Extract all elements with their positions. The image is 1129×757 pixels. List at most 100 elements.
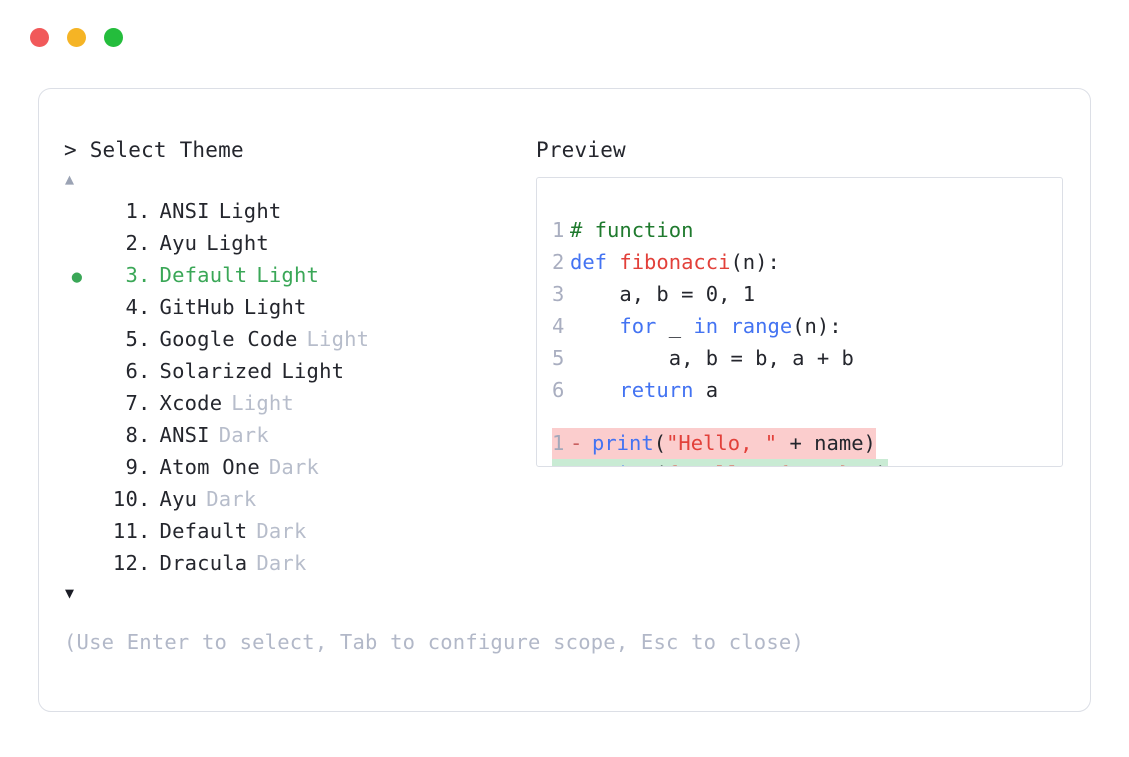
selected-bullet-icon: ●: [71, 267, 83, 287]
theme-name: GitHub: [159, 295, 235, 319]
code-token: fibonacci: [619, 250, 731, 274]
theme-list-item[interactable]: ● 4. GitHub Light: [64, 291, 534, 323]
theme-index: 6: [125, 359, 138, 383]
close-button[interactable]: [30, 28, 49, 47]
theme-list[interactable]: ●1.ANSILight●2.AyuLight●3.DefaultLight●4…: [64, 195, 534, 579]
theme-index-separator: .: [138, 295, 151, 319]
scroll-up-row[interactable]: ▲: [64, 165, 534, 192]
line-number: 6: [552, 378, 565, 402]
code-token: a, b = b, a + b: [570, 346, 854, 370]
theme-variant: Dark: [218, 423, 269, 447]
selected-bullet-icon: ●: [64, 389, 90, 421]
scroll-up-arrow-icon[interactable]: ▲: [65, 170, 75, 188]
theme-variant: Dark: [268, 455, 320, 479]
selected-bullet-icon: ●: [64, 485, 90, 517]
code-token: print: [592, 431, 654, 455]
theme-name: Google Code: [159, 327, 298, 351]
code-source: def fibonacci(n):: [570, 246, 780, 278]
selected-bullet-icon: ●: [64, 293, 90, 325]
theme-list-item[interactable]: ● 9. Atom One Dark: [64, 451, 534, 483]
code-line: 6 return a: [552, 374, 718, 406]
theme-index: 12: [112, 551, 138, 575]
theme-index: 5: [125, 327, 138, 351]
code-source: a, b = b, a + b: [570, 342, 854, 374]
theme-list-item[interactable]: ● 10. Ayu Dark: [64, 483, 534, 515]
theme-select-column: > Select Theme ▲ ●1.ANSILight●2.AyuLight…: [64, 135, 534, 606]
selected-bullet-icon: ●: [64, 549, 90, 581]
selected-bullet-icon: ●: [64, 229, 90, 261]
theme-index: 10: [112, 487, 138, 511]
code-token: [570, 314, 619, 338]
theme-name: Ayu: [159, 487, 198, 511]
code-token: f"Hello, {name}!": [666, 462, 876, 466]
theme-variant: Light: [306, 327, 370, 351]
theme-list-item[interactable]: ● 12. Dracula Dark: [64, 547, 534, 579]
line-number: 1: [552, 431, 565, 455]
line-number: 3: [552, 282, 565, 306]
line-number: 1: [552, 218, 565, 242]
theme-name: ANSI: [159, 423, 210, 447]
selected-bullet-icon: ●: [64, 357, 90, 389]
code-token: return: [619, 378, 694, 402]
selected-bullet-icon: ●: [64, 197, 90, 229]
theme-index-separator: .: [138, 519, 151, 543]
selected-bullet-icon: ●: [64, 421, 90, 453]
theme-name: Default: [159, 263, 248, 287]
prompt-marker: >: [64, 138, 77, 162]
code-token: range: [730, 314, 793, 338]
diff-minus-marker: -: [570, 431, 583, 455]
theme-variant: Dark: [206, 487, 257, 511]
code-token: + name): [777, 431, 876, 455]
theme-index-separator: .: [138, 391, 151, 415]
code-token: (: [653, 431, 667, 455]
theme-index: 2: [125, 231, 138, 255]
code-token: # function: [570, 218, 694, 242]
select-theme-heading: > Select Theme: [64, 135, 534, 165]
maximize-button[interactable]: [104, 28, 123, 47]
scroll-down-arrow-icon[interactable]: ▼: [65, 584, 75, 602]
diff-removed-line: 1-print("Hello, " + name): [552, 428, 876, 459]
selected-bullet-icon: ●: [64, 517, 90, 549]
theme-name: Default: [159, 519, 248, 543]
theme-variant: Dark: [256, 551, 307, 575]
line-number: 4: [552, 314, 565, 338]
code-token: _: [656, 314, 694, 338]
theme-name: Dracula: [159, 551, 248, 575]
code-source: return a: [570, 374, 718, 406]
theme-index-separator: .: [138, 455, 151, 479]
theme-index: 9: [125, 455, 138, 479]
selected-bullet-icon: ●: [64, 453, 90, 485]
theme-variant: Light: [218, 199, 282, 223]
code-token: print: [592, 462, 654, 466]
theme-index: 4: [125, 295, 138, 319]
theme-variant: Light: [243, 295, 307, 319]
scroll-down-row[interactable]: ▼: [64, 579, 534, 606]
code-token: in: [693, 314, 719, 338]
theme-name: Atom One: [159, 455, 260, 479]
minimize-button[interactable]: [67, 28, 86, 47]
code-token: ): [876, 462, 888, 466]
code-line: 5 a, b = b, a + b: [552, 342, 854, 374]
theme-variant: Light: [231, 391, 294, 415]
theme-index-separator: .: [138, 551, 151, 575]
theme-index: 3: [125, 263, 138, 287]
code-token: (n):: [792, 314, 842, 338]
theme-index: 8: [125, 423, 138, 447]
theme-index-separator: .: [138, 487, 151, 511]
theme-name: Ayu: [159, 231, 198, 255]
code-line: 1# function: [552, 214, 693, 246]
code-source: print("Hello, " + name): [592, 428, 876, 459]
code-token: (: [654, 462, 666, 466]
theme-variant: Light: [256, 263, 320, 287]
